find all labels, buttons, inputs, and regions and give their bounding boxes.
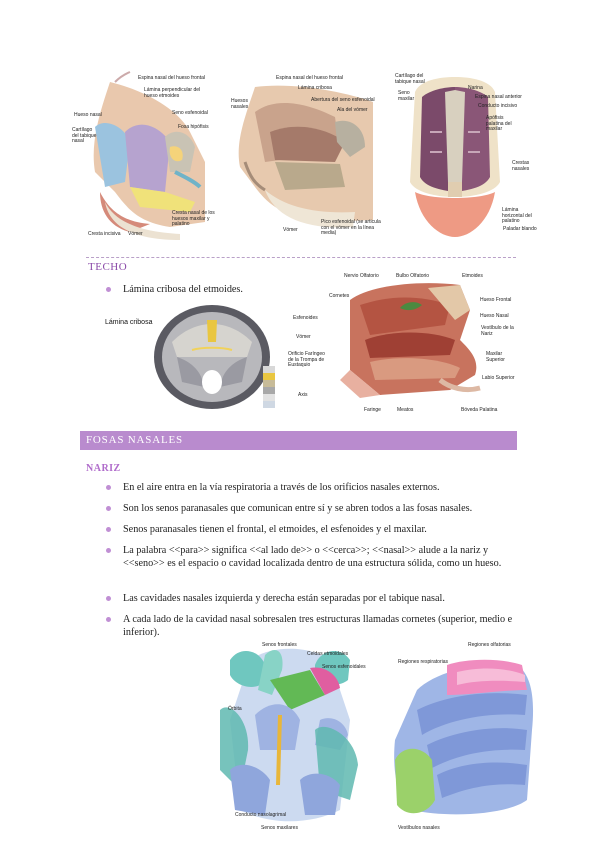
bullet-text: En el aire entra en la vía respiratoria … xyxy=(123,482,440,493)
bullet-icon xyxy=(106,287,111,292)
label-bulbo-olfatorio: Bulbo Olfatorio xyxy=(396,273,430,279)
label-axis: Axis xyxy=(298,392,308,398)
label-orificio-faringeo: Orificio Faríngeo de la Trompa de Eustaq… xyxy=(288,351,325,369)
bullet-item: La palabra <<para>> significa <<al lado … xyxy=(106,544,518,570)
label-conducto-incisivo: Conducto incisivo xyxy=(478,103,518,109)
label-abertura-seno-esfenoidal: Abertura del seno esfenoidal xyxy=(311,97,375,103)
nasal-cavity-sagittal-illustration xyxy=(340,283,481,398)
bullet-item: Son los senos paranasales que comunican … xyxy=(106,502,518,515)
label-cresta-nasal: Cresta nasal de los huesos maxilar y pal… xyxy=(172,210,215,228)
label-huesos-nasales: Huesos nasales xyxy=(231,98,249,110)
techo-title: TECHO xyxy=(88,261,128,273)
skull-base-illustration xyxy=(154,305,270,409)
label-vestibulos-nasales: Vestíbulos nasales xyxy=(398,825,440,831)
label-nervio-olfatorio: Nervio Olfatorio xyxy=(344,273,379,279)
nasal-regions-illustration xyxy=(394,659,534,815)
label-etmoides: Etmoides xyxy=(462,273,483,279)
label-cresta-incisiva: Cresta incisiva xyxy=(88,231,121,237)
label-senos-maxilares: Senos maxilares xyxy=(261,825,298,831)
bullet-item: En el aire entra en la vía respiratoria … xyxy=(106,481,518,494)
label-hueso-frontal: Hueso Frontal xyxy=(480,297,512,303)
nasal-floor-illustration xyxy=(410,77,500,237)
bullet-icon xyxy=(106,596,111,601)
techo-bullet-text: Lámina cribosa del etmoides. xyxy=(123,284,243,295)
bullet-text: Las cavidades nasales izquierda y derech… xyxy=(123,593,445,604)
label-hueso-nasal-right: Hueso Nasal xyxy=(480,313,509,319)
label-crestas-nasales: Crestas nasales xyxy=(512,160,530,172)
label-lamina-perpendicular: Lámina perpendicular del hueso etmoides xyxy=(144,87,201,99)
techo-bullet: Lámina cribosa del etmoides. xyxy=(106,283,423,296)
label-labio-superior: Labio Superior xyxy=(482,375,515,381)
label-espina-nasal-anterior: Espina nasal anterior xyxy=(475,94,522,100)
label-conducto-nasolagrimal: Conducto nasolagrimal xyxy=(235,812,287,818)
label-vomer-left: Vómer xyxy=(128,231,143,237)
label-espina-nasal-frontal: Espina nasal del hueso frontal xyxy=(138,75,205,81)
label-meatos: Meatos xyxy=(397,407,414,413)
label-apofisis-palatina: Apófisis palatina del maxilar xyxy=(486,115,512,133)
label-lamina-cribosa: Lámina cribosa xyxy=(105,319,153,326)
label-maxilar-superior: Maxilar Superior xyxy=(486,351,505,363)
bullet-text: La palabra <<para>> significa <<al lado … xyxy=(123,545,502,569)
label-lamina-horizontal: Lámina horizontal del palatino xyxy=(502,207,532,225)
label-paladar-blando: Paladar blando xyxy=(503,226,537,232)
label-vomer-techo: Vómer xyxy=(296,334,311,340)
label-senos-esfenoidales: Senos esfenoidales xyxy=(322,664,366,670)
bullet-icon xyxy=(106,506,111,511)
label-seno-esfenoidal: Seno esfenoidal xyxy=(172,110,208,116)
label-vomer-mid: Vómer xyxy=(283,227,298,233)
label-espina-nasal-frontal-mid: Espina nasal del hueso frontal xyxy=(276,75,343,81)
bullet-icon xyxy=(106,527,111,532)
label-celdas-etmoidales: Celdas etmoidales xyxy=(307,651,349,657)
label-esfenoides: Esfenoides xyxy=(293,315,318,321)
nasal-septum-illustration xyxy=(93,71,205,240)
bullet-icon xyxy=(106,548,111,553)
label-hueso-nasal: Hueso nasal xyxy=(74,112,102,118)
label-vestibulo-nariz: Vestíbulo de la Nariz xyxy=(481,325,514,337)
label-fosa-hipofisis: Fosa hipófisis xyxy=(178,124,209,130)
label-ala-vomer: Ala del vómer xyxy=(337,107,368,113)
paranasal-sinuses-illustration xyxy=(220,648,358,822)
bullet-text: Son los senos paranasales que comunican … xyxy=(123,503,473,514)
bullet-icon xyxy=(106,485,111,490)
bullet-item: Las cavidades nasales izquierda y derech… xyxy=(106,592,518,605)
label-narina: Narina xyxy=(468,85,483,91)
label-cartilago-tabique-right: Cartílago del tabique nasal xyxy=(395,73,425,85)
label-regiones-olfatorias: Regiones olfatorias xyxy=(468,642,511,648)
bullet-text: Senos paranasales tienen el frontal, el … xyxy=(123,524,427,535)
label-faringe: Faringe xyxy=(364,407,381,413)
bullet-item: A cada lado de la cavidad nasal sobresal… xyxy=(106,613,518,639)
label-cartilago-tabique: Cartílago del tabique nasal xyxy=(72,127,97,145)
bullet-text: A cada lado de la cavidad nasal sobresal… xyxy=(123,614,513,638)
label-senos-frontales: Senos frontales xyxy=(262,642,297,648)
label-regiones-respiratorias: Regiones respiratorias xyxy=(398,659,449,665)
nasal-lateral-wall-illustration xyxy=(238,85,373,228)
skull-legend xyxy=(263,366,275,408)
section-subtitle: NARIZ xyxy=(86,463,121,474)
bullet-icon xyxy=(106,617,111,622)
label-boveda-palatina: Bóveda Palatina xyxy=(461,407,498,413)
techo-heading: TECHO xyxy=(86,257,516,276)
section-header-fosas-nasales: FOSAS NASALES xyxy=(80,431,517,450)
label-cornetes: Cornetes xyxy=(329,293,350,299)
label-seno-maxilar: Seno maxilar xyxy=(398,90,415,102)
section-title: FOSAS NASALES xyxy=(86,434,183,446)
label-lamina-cribosa-mid: Lámina cribosa xyxy=(298,85,332,91)
bullet-item: Senos paranasales tienen el frontal, el … xyxy=(106,523,518,536)
label-orbita: Órbita xyxy=(228,706,242,712)
label-pico-esfenoidal: Pico esfenoidal (se articula con el vóme… xyxy=(321,219,381,237)
